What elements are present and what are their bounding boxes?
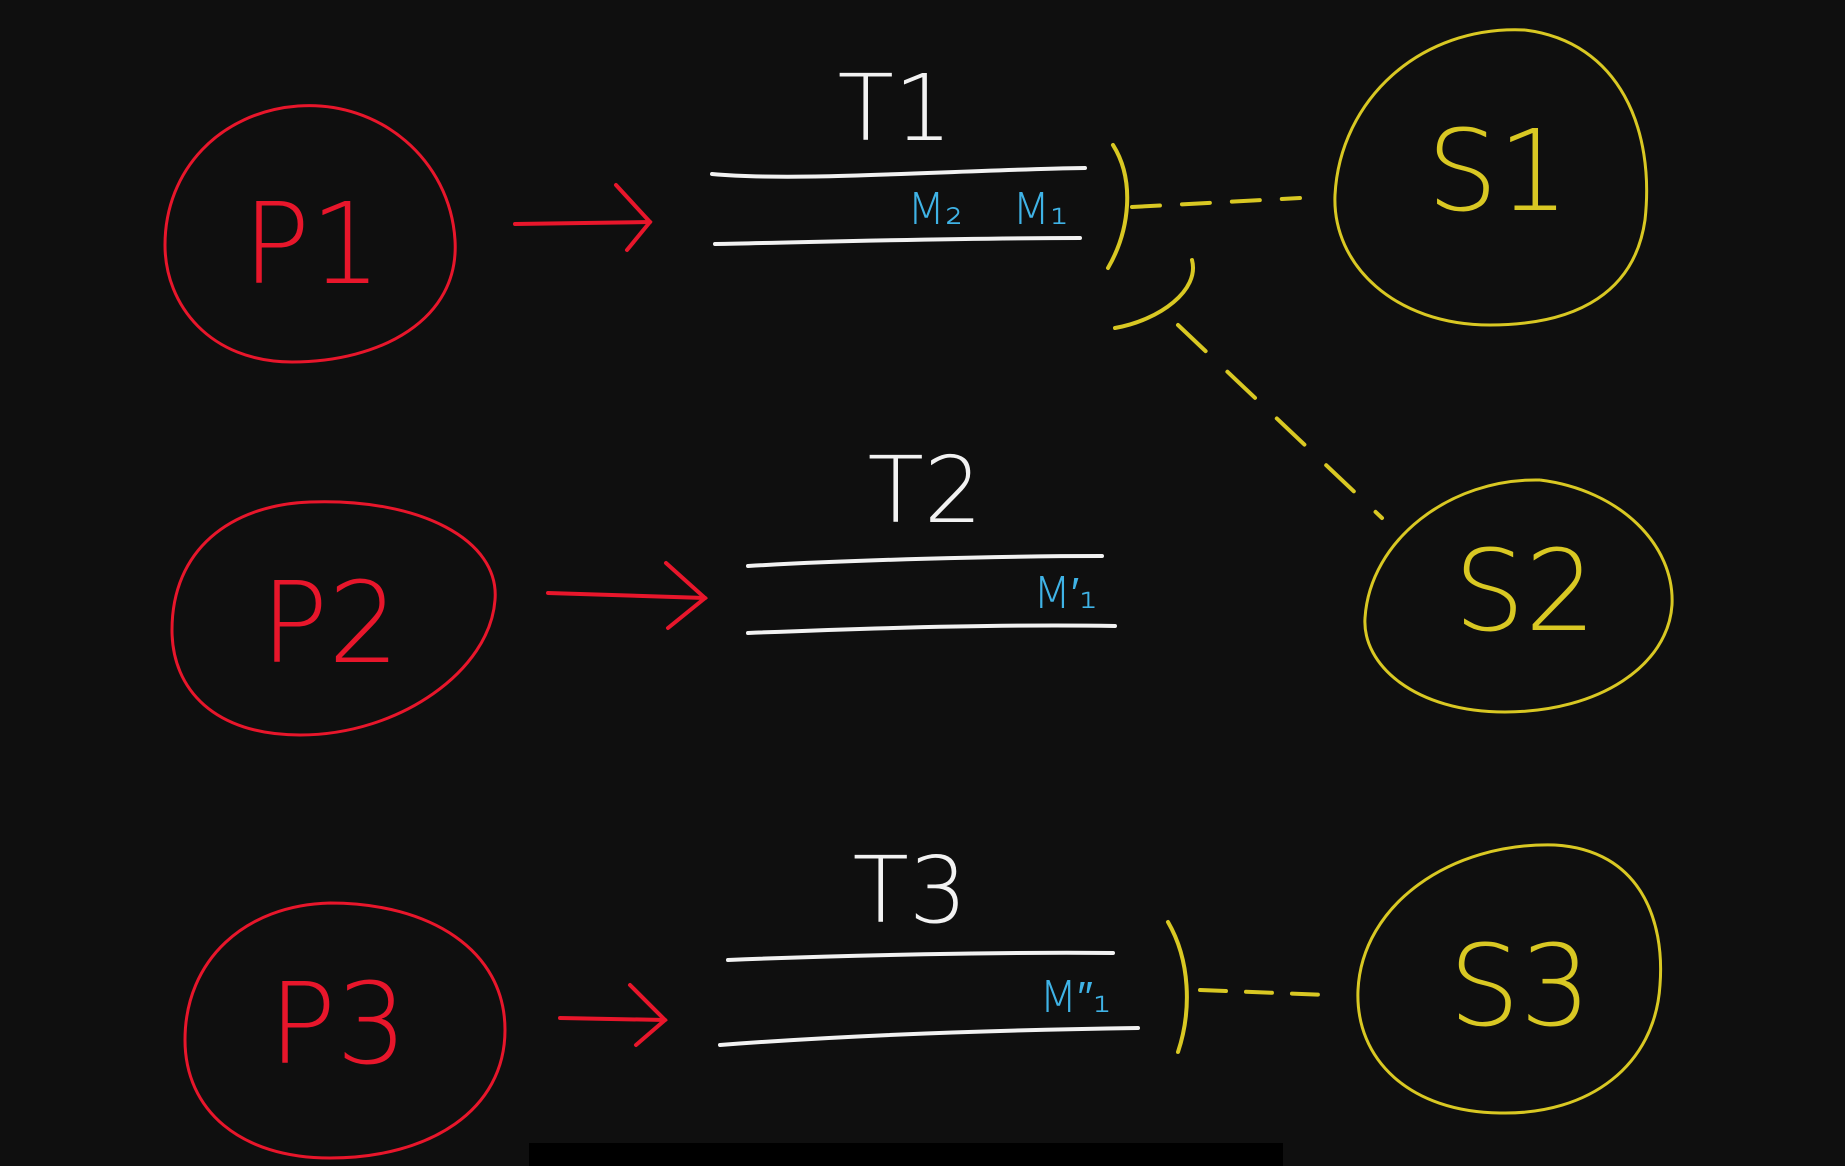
subscription-s2-t1-dashed-line: [1176, 323, 1384, 520]
topic-t3-message-m1-double-prime: M″₁: [1039, 972, 1110, 1023]
subscriber-s1-label: S1: [1427, 107, 1569, 237]
topic-t2-bottom-line: [746, 623, 1117, 635]
topic-t3-bottom-line: [718, 1026, 1140, 1047]
producer-p1: P1: [163, 104, 457, 364]
topic-t2: T2 M′₁: [746, 437, 1117, 635]
subscriber-s1-circle: [1333, 28, 1649, 327]
producer-p3: P3: [183, 901, 507, 1160]
subscription-s3-t3-bracket: [1166, 920, 1189, 1054]
subscriber-s2: S2: [1363, 478, 1674, 714]
topic-t1-message-m1: M₁: [1012, 184, 1068, 235]
arrow-p2-t2-shaft: [546, 591, 707, 600]
subscription-s2-t1-bracket: [1113, 258, 1196, 330]
topic-t1-message-m2: M₂: [907, 184, 963, 235]
topic-t3-label: T3: [853, 837, 968, 944]
producer-p2-label: P2: [261, 559, 400, 689]
arrow-p3-t3-head: [628, 983, 668, 1047]
topic-t3-top-line: [726, 950, 1115, 962]
subscription-s2-t1: [1113, 258, 1384, 520]
subscriber-s3-label: S3: [1449, 922, 1591, 1052]
subscriber-s3-circle: [1356, 843, 1663, 1115]
bottom-overlay-bar: [529, 1143, 1283, 1166]
arrow-p1-t1-shaft: [513, 220, 652, 226]
topic-t2-label: T2: [868, 437, 983, 544]
subscriber-s2-label: S2: [1454, 527, 1596, 657]
producer-p1-label: P1: [243, 180, 382, 310]
producer-p3-circle: [183, 901, 507, 1160]
arrow-p2-t2: [546, 561, 709, 630]
subscriber-s3: S3: [1356, 843, 1663, 1115]
subscriber-s1: S1: [1333, 28, 1649, 327]
arrow-p3-t3: [558, 983, 668, 1047]
topic-t2-message-m1-prime: M′₁: [1033, 568, 1097, 619]
topic-t2-top-line: [746, 554, 1104, 568]
topic-t1: T1 M₂ M₁: [710, 55, 1087, 246]
subscriber-s2-circle: [1363, 478, 1674, 714]
arrow-p3-t3-shaft: [558, 1016, 667, 1022]
subscription-s1-t1: [1106, 143, 1302, 270]
producer-p1-circle: [163, 104, 457, 364]
topic-t1-bottom-line: [713, 236, 1082, 246]
subscription-s3-t3-dashed-line: [1198, 988, 1330, 997]
subscription-s1-t1-dashed-line: [1130, 196, 1302, 209]
topic-t3: T3 M″₁: [718, 837, 1140, 1047]
subscription-s3-t3: [1166, 920, 1330, 1054]
topic-t1-top-line: [710, 166, 1087, 179]
arrow-p2-t2-head: [664, 561, 709, 630]
producer-p2: P2: [170, 500, 497, 737]
topic-t1-label: T1: [838, 55, 953, 162]
arrow-p1-t1-head: [614, 183, 653, 252]
arrow-p1-t1: [513, 183, 653, 252]
producer-p3-label: P3: [269, 960, 408, 1090]
producer-p2-circle: [170, 500, 497, 737]
subscription-s1-t1-bracket: [1106, 143, 1130, 270]
